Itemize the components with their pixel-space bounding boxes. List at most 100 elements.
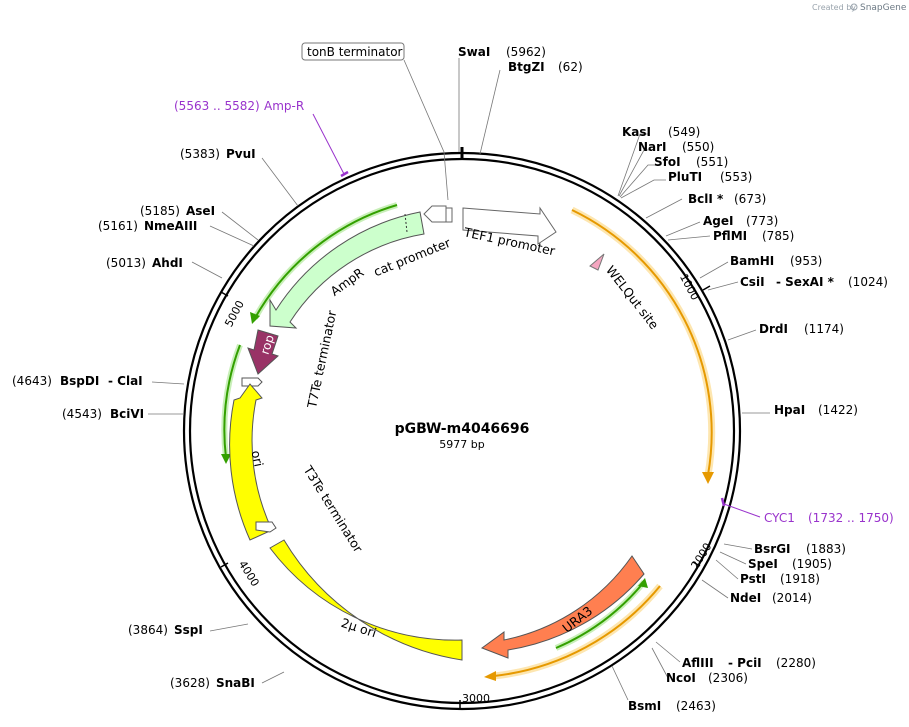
site-bcivi-name: BciVI (110, 407, 144, 421)
plasmid-size: 5977 bp (439, 438, 484, 451)
ura3-feature (480, 555, 645, 659)
site-pvui: (5383) PvuI (180, 147, 256, 161)
site-sexai-name: - SexAI * (776, 275, 835, 289)
site-sfoi-pos: (551) (696, 155, 728, 169)
primer-cyc1-range: (1732 .. 1750) (808, 511, 894, 525)
promoter-orange-feature (484, 583, 663, 681)
site-ncoi: NcoI (2306) (666, 671, 748, 685)
site-spei-pos: (1905) (792, 557, 832, 571)
site-swai-name: SwaI (458, 45, 490, 59)
tick-label-1000: 1000 (677, 272, 702, 303)
site-snabi-pos: (3628) (170, 676, 210, 690)
rop-label: rop (258, 333, 277, 356)
ampr-feature (269, 211, 425, 329)
site-swai-pos: (5962) (506, 45, 546, 59)
site-leader-lines (148, 58, 770, 701)
site-afliii-pcii: AflIII - PciI (2280) (682, 656, 816, 670)
site-drdi-name: DrdI (759, 322, 788, 336)
site-afliii-name: AflIII (682, 656, 714, 670)
site-bcli-name: BclI * (688, 192, 724, 206)
snapgene-credit: Created by SnapGene (812, 3, 907, 13)
site-bsmi-pos: (2463) (676, 699, 716, 713)
t3te-terminator-label: T3Te terminator (300, 462, 366, 556)
site-bsmi-name: BsmI (628, 699, 661, 713)
ori-label: ori (248, 449, 266, 468)
site-hpai: HpaI (1422) (774, 403, 858, 417)
ori-outer-green-feature (221, 343, 243, 464)
site-kasi-name: KasI (622, 125, 651, 139)
site-pluti-pos: (553) (720, 170, 752, 184)
site-pflmi-pos: (785) (762, 229, 794, 243)
snapgene-logo-icon (850, 3, 858, 11)
rop-feature: rop (247, 329, 279, 375)
site-afliii-pos: (2280) (776, 656, 816, 670)
site-drdi-pos: (1174) (804, 322, 844, 336)
credit-prefix: Created by (812, 3, 856, 12)
site-bspdi-pos: (4643) (12, 374, 52, 388)
cyc1-terminator-feature (570, 206, 716, 484)
two-mu-ori-label: 2μ ori (339, 615, 378, 640)
site-bspdi-name: BspDI (60, 374, 99, 388)
site-sspi-name: SspI (174, 623, 203, 637)
site-spei-name: SpeI (748, 557, 778, 571)
site-asei-pos: (5185) (140, 204, 180, 218)
welqut-site-feature (589, 253, 605, 271)
site-psti: PstI (1918) (740, 572, 820, 586)
site-ahdi-name: AhdI (152, 256, 183, 270)
site-agei-pos: (773) (746, 214, 778, 228)
site-asei-name: AseI (186, 204, 215, 218)
tick-label-3000: 3000 (462, 692, 490, 705)
site-nari-name: NarI (638, 140, 667, 154)
restriction-site-labels: SwaI (5962) BtgZI (62) KasI (549) NarI (… (12, 45, 888, 713)
ampr-outer-green-feature (250, 202, 398, 324)
primer-cyc1-name: CYC1 (764, 511, 795, 525)
site-bspdi-clai: (4643) BspDI - ClaI (12, 374, 143, 388)
site-psti-name: PstI (740, 572, 766, 586)
site-sspi-pos: (3864) (128, 623, 168, 637)
site-bamhi-pos: (953) (790, 254, 822, 268)
t7te-terminator-label: T7Te terminator (304, 308, 340, 410)
site-pvui-pos: (5383) (180, 147, 220, 161)
site-bsrgi-name: BsrGI (754, 542, 791, 556)
site-drdi: DrdI (1174) (759, 322, 844, 336)
site-agei: AgeI (773) (703, 214, 778, 228)
site-sfoi: SfoI (551) (654, 155, 728, 169)
tick-label-5000: 5000 (222, 298, 247, 329)
t7te-terminator-feature (241, 377, 263, 387)
site-bcli: BclI * (673) (688, 192, 766, 206)
site-sspi: (3864) SspI (128, 623, 203, 637)
site-ndei-name: NdeI (730, 591, 761, 605)
site-nmeaiii-name: NmeAIII (144, 219, 197, 233)
tonb-terminator-label: tonB terminator (307, 45, 403, 59)
site-btgzi-pos: (62) (558, 60, 583, 74)
site-spei: SpeI (1905) (748, 557, 832, 571)
site-bcivi: (4543) BciVI (62, 407, 144, 421)
two-mu-ori-feature (269, 539, 463, 661)
plasmid-name: pGBW-m4046696 (395, 421, 530, 437)
site-ahdi: (5013) AhdI (106, 256, 183, 270)
site-btgzi: BtgZI (62) (508, 60, 583, 74)
site-pluti-name: PluTI (668, 170, 702, 184)
primer-amp-r-range: (5563 .. 5582) (174, 99, 260, 113)
plasmid-backbone (182, 147, 742, 711)
site-bcli-pos: (673) (734, 192, 766, 206)
site-btgzi-name: BtgZI (508, 60, 545, 74)
site-clai-name: - ClaI (108, 374, 143, 388)
site-csii-pos: (1024) (848, 275, 888, 289)
site-ncoi-pos: (2306) (708, 671, 748, 685)
ura3-promoter-green-feature (554, 578, 648, 651)
site-pvui-name: PvuI (226, 147, 256, 161)
site-snabi: (3628) SnaBI (170, 676, 255, 690)
site-ndei: NdeI (2014) (730, 591, 812, 605)
site-pflmi-name: PflMI (713, 229, 747, 243)
site-csii-name: CsiI (740, 275, 765, 289)
site-sfoi-name: SfoI (654, 155, 681, 169)
site-snabi-name: SnaBI (216, 676, 255, 690)
site-hpai-pos: (1422) (818, 403, 858, 417)
tick-label-4000: 4000 (236, 558, 262, 589)
site-kasi: KasI (549) (622, 125, 700, 139)
site-csii-sexai: CsiI - SexAI * (1024) (740, 275, 888, 289)
t3te-terminator-feature (255, 521, 277, 533)
primer-cyc1: CYC1 (1732 .. 1750) (720, 497, 894, 525)
